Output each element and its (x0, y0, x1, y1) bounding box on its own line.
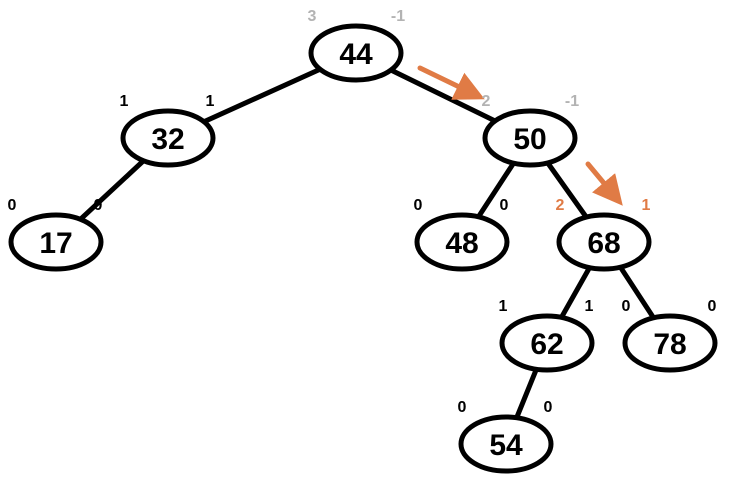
arrows-layer (417, 65, 623, 206)
tree-node-78: 78 0 0 (622, 298, 718, 373)
tree-node-50: 50 2 -1 (482, 93, 579, 168)
tree-node-68: 68 2 1 (556, 197, 652, 272)
right-height-label: 0 (500, 197, 509, 214)
right-height-label: 1 (585, 298, 594, 315)
node-value: 68 (587, 227, 620, 260)
rotation-arrow-50-68 (585, 161, 623, 206)
left-height-label: 1 (120, 93, 129, 110)
right-height-label: 0 (708, 298, 717, 315)
node-ellipse (308, 23, 404, 83)
left-height-label: 0 (8, 197, 17, 214)
rotation-arrow-44-50 (417, 65, 485, 100)
node-ellipse (8, 212, 104, 272)
right-height-label: 0 (94, 197, 103, 214)
node-ellipse (414, 212, 510, 272)
node-value: 50 (513, 123, 546, 156)
node-value: 62 (530, 328, 563, 361)
node-ellipse (499, 313, 595, 373)
left-height-label: 1 (499, 298, 508, 315)
right-height-label: 1 (206, 93, 215, 110)
tree-node-54: 54 0 0 (458, 399, 554, 474)
highlighted-node-ellipse (556, 212, 652, 272)
left-height-label: 2 (556, 197, 565, 214)
right-height-label: -1 (391, 8, 405, 25)
left-height-label: 3 (308, 8, 317, 25)
node-value: 78 (653, 328, 686, 361)
node-ellipse (622, 313, 718, 373)
right-height-label: 0 (544, 399, 553, 416)
left-height-label: 0 (414, 197, 423, 214)
tree-node-32: 32 1 1 (120, 93, 216, 168)
node-ellipse (458, 414, 554, 474)
left-height-label: 0 (622, 298, 631, 315)
left-height-label: 0 (458, 399, 467, 416)
node-value: 44 (339, 38, 373, 71)
node-value: 17 (39, 227, 72, 260)
node-value: 54 (489, 429, 523, 462)
right-height-label: -1 (565, 93, 579, 110)
node-ellipse (120, 108, 216, 168)
node-value: 32 (151, 123, 184, 156)
node-value: 48 (445, 227, 478, 260)
node-ellipse (482, 108, 578, 168)
tree-node-48: 48 0 0 (414, 197, 510, 272)
tree-node-62: 62 1 1 (499, 298, 595, 373)
tree-node-44: 44 3 -1 (308, 8, 405, 83)
right-height-label: 1 (642, 197, 651, 214)
left-height-label: 2 (482, 93, 491, 110)
